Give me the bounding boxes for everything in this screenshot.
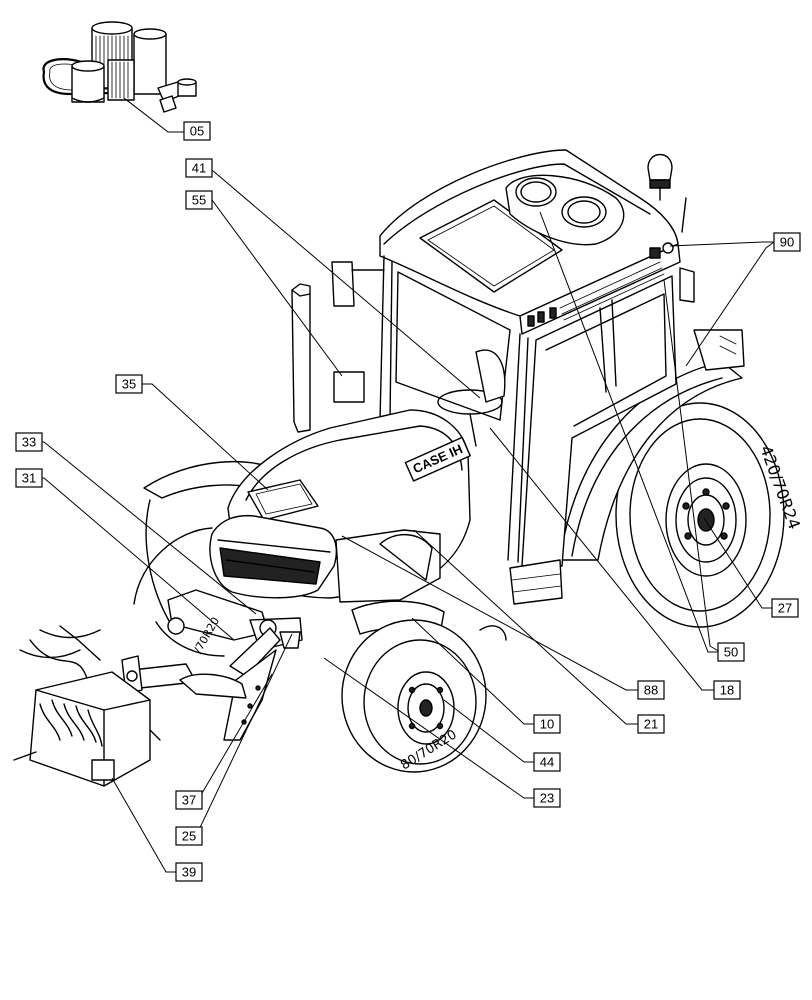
callout-18: 18 (713, 680, 741, 700)
callout-55-label: 55 (192, 193, 206, 208)
callout-55: 55 (185, 190, 213, 210)
callout-37: 37 (175, 790, 203, 810)
callout-88: 88 (637, 680, 665, 700)
callout-44-label: 44 (540, 755, 554, 770)
callout-39-label: 39 (182, 865, 196, 880)
callout-10: 10 (533, 714, 561, 734)
callout-41: 41 (185, 158, 213, 178)
exhaust-stack (291, 283, 365, 433)
callout-18-label: 18 (720, 683, 734, 698)
callout-05-label: 05 (190, 124, 204, 139)
callout-41-label: 41 (192, 161, 206, 176)
rear-fender (559, 329, 745, 561)
callout-21-label: 21 (644, 717, 658, 732)
callout-35-label: 35 (122, 377, 136, 392)
callout-31: 31 (15, 468, 43, 488)
callout-23: 23 (533, 788, 561, 808)
filter-kit-illustration (42, 21, 197, 113)
callout-33: 33 (15, 432, 43, 452)
callout-25: 25 (175, 826, 203, 846)
callout-90: 90 (773, 232, 801, 252)
leader-lines (30, 97, 775, 873)
callout-50: 50 (717, 642, 745, 662)
tractor-cab (331, 149, 695, 605)
callout-33-label: 33 (22, 435, 36, 450)
callout-05: 05 (183, 121, 211, 141)
front-weights (13, 625, 161, 787)
callout-37-label: 37 (182, 793, 196, 808)
callout-25-label: 25 (182, 829, 196, 844)
callout-31-label: 31 (22, 471, 36, 486)
front-wheel: 80/70R20 (341, 600, 507, 773)
callout-23-label: 23 (540, 791, 554, 806)
callout-50-label: 50 (724, 645, 738, 660)
callout-39: 39 (175, 862, 203, 882)
callout-44: 44 (533, 752, 561, 772)
callout-27: 27 (771, 598, 799, 618)
callout-27-label: 27 (778, 601, 792, 616)
callout-10-label: 10 (540, 717, 554, 732)
callout-88-label: 88 (644, 683, 658, 698)
callout-21: 21 (637, 714, 665, 734)
callout-90-label: 90 (780, 235, 794, 250)
callout-35: 35 (115, 374, 143, 394)
front-linkage (121, 627, 301, 741)
